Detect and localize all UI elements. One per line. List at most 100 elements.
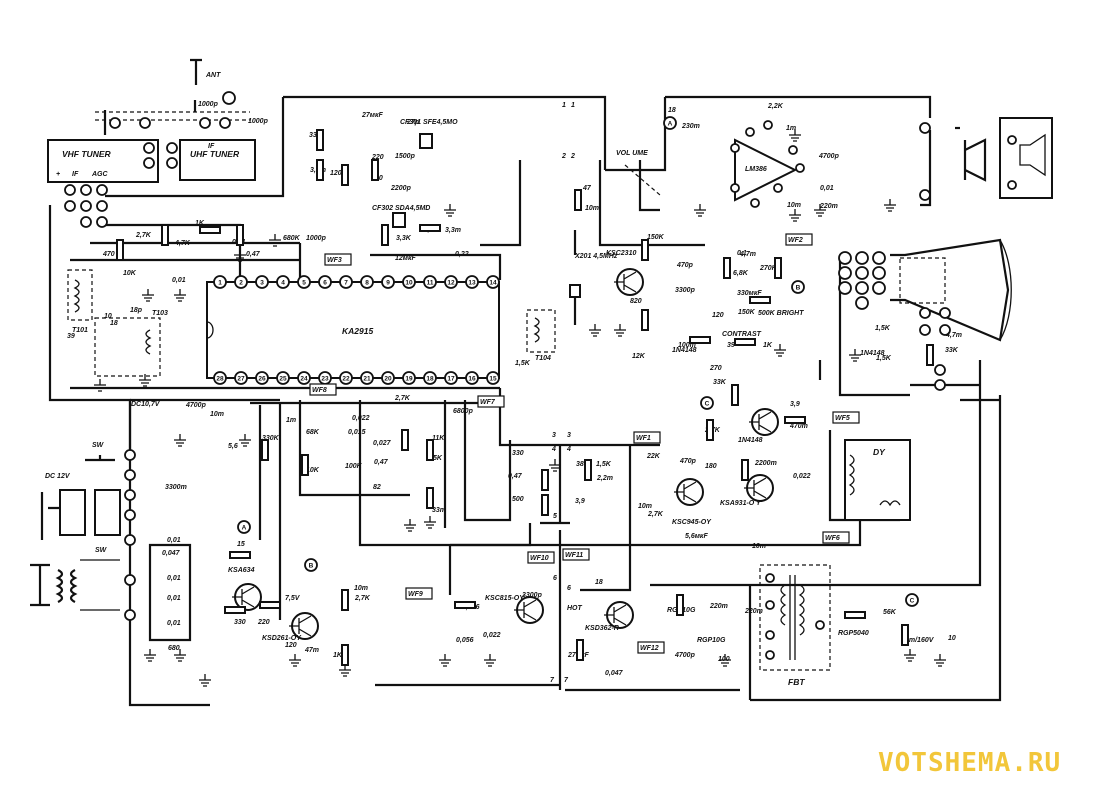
ic-pin-number: 14 xyxy=(489,280,497,287)
component-value: 3,3K xyxy=(396,235,412,242)
wire-number: 7 xyxy=(564,677,569,684)
component-value: 0,01 xyxy=(167,575,181,582)
component-value: 27мкF xyxy=(361,112,384,119)
transistor-label: KSC945-OY xyxy=(672,519,712,526)
ic-pin-number: 16 xyxy=(468,376,476,383)
component-value: 5,6мкF xyxy=(685,533,708,540)
component-value: 220 xyxy=(371,154,384,161)
component-value: 680 xyxy=(168,645,180,652)
component-value: 68K xyxy=(306,429,320,436)
component-value: 2,2m xyxy=(596,475,613,482)
vhf-agc-label: AGC xyxy=(91,171,109,178)
ground-symbol xyxy=(289,654,301,667)
wire-number: 6 xyxy=(567,585,571,592)
node-marker xyxy=(237,520,251,534)
ic-pin xyxy=(360,371,374,385)
component-value: 4700p xyxy=(185,402,207,409)
resistor xyxy=(261,439,269,461)
crt-pin xyxy=(838,281,852,295)
wire-number: 2 xyxy=(570,153,575,160)
ic-pin xyxy=(276,275,290,289)
transistor-label: KSA634 xyxy=(228,567,255,574)
component-value: 380 xyxy=(576,461,588,468)
ic-pin xyxy=(444,275,458,289)
resistor xyxy=(641,309,649,331)
ic-pin xyxy=(465,371,479,385)
component-value: 220m xyxy=(819,203,838,210)
ground-symbol xyxy=(139,374,151,387)
sw2-label: SW xyxy=(95,547,108,554)
uhf-tuner: UHF TUNER IF xyxy=(179,139,256,181)
resistor xyxy=(116,239,124,261)
component-value: 3,3m xyxy=(445,227,461,234)
component-value: 220 xyxy=(257,619,270,626)
ground-symbol xyxy=(849,349,861,362)
resistor xyxy=(341,164,349,186)
terminal xyxy=(219,117,231,129)
ground-symbol xyxy=(484,654,496,667)
waveform-tag xyxy=(832,411,860,424)
resistor xyxy=(574,189,582,211)
ic-pin-number: 27 xyxy=(237,376,245,383)
component-value: 150K xyxy=(647,234,665,241)
component-value: 270K xyxy=(759,265,778,272)
resistors xyxy=(116,129,934,666)
component-value: 0,22 xyxy=(455,251,469,258)
ground-symbol xyxy=(719,654,731,667)
component-value: 18 xyxy=(110,320,118,327)
waveform-label: WF8 xyxy=(312,387,327,394)
wire-number: 4 xyxy=(566,446,571,453)
component-value: 820 xyxy=(630,298,642,305)
component-value: 39 xyxy=(67,333,75,340)
ic-pin-number: 24 xyxy=(300,376,308,383)
resistor xyxy=(784,416,806,424)
transistor-label: KSD261-OY xyxy=(262,635,302,642)
component-value: 3300p xyxy=(522,592,543,599)
terminal xyxy=(143,142,155,154)
component-value: 4700p xyxy=(674,652,696,659)
hot-label: HOT xyxy=(567,605,583,612)
waveform-tag xyxy=(637,641,665,654)
crt-pin xyxy=(939,324,951,336)
component-value: 5,6 xyxy=(228,443,238,450)
component-value: 4700p xyxy=(818,153,840,160)
component-value: 10K xyxy=(123,270,137,277)
resistor xyxy=(341,644,349,666)
node-marker xyxy=(905,593,919,607)
crt-pin xyxy=(939,307,951,319)
component-value: 1000p xyxy=(198,101,219,108)
resistor xyxy=(926,344,934,366)
waveform-tag xyxy=(324,253,352,266)
component-value: 18p xyxy=(130,307,143,314)
ic-pin-number: 12 xyxy=(447,280,455,287)
amp-label: LM386 xyxy=(745,166,767,173)
ic-pin xyxy=(360,275,374,289)
ic-pin-number: 22 xyxy=(342,376,350,383)
component-value: 1m xyxy=(286,417,296,424)
component-value: 1,5K xyxy=(596,461,612,468)
component-value: 120 xyxy=(285,642,297,649)
component-value: 1500p xyxy=(395,153,416,160)
waveform-tag xyxy=(633,431,661,444)
resistor xyxy=(676,594,684,616)
antenna-label: ANT xyxy=(205,72,221,79)
terminal xyxy=(64,184,76,196)
wire-number: 6 xyxy=(553,575,557,582)
resistor xyxy=(229,551,251,559)
component-value: 1K xyxy=(195,220,205,227)
wire-number: 1 xyxy=(562,102,566,109)
component-value: 1,5K xyxy=(875,325,891,332)
ic-pin xyxy=(318,275,332,289)
component-value: 2,7K xyxy=(135,232,152,239)
resistor xyxy=(259,601,281,609)
ic-pin xyxy=(276,371,290,385)
crt-pin xyxy=(855,281,869,295)
component-value: 4,7m xyxy=(739,251,756,258)
resistor xyxy=(901,624,909,646)
component-value: 0,47 xyxy=(508,473,523,480)
ic-pin xyxy=(423,275,437,289)
component-value: 82 xyxy=(373,484,381,491)
